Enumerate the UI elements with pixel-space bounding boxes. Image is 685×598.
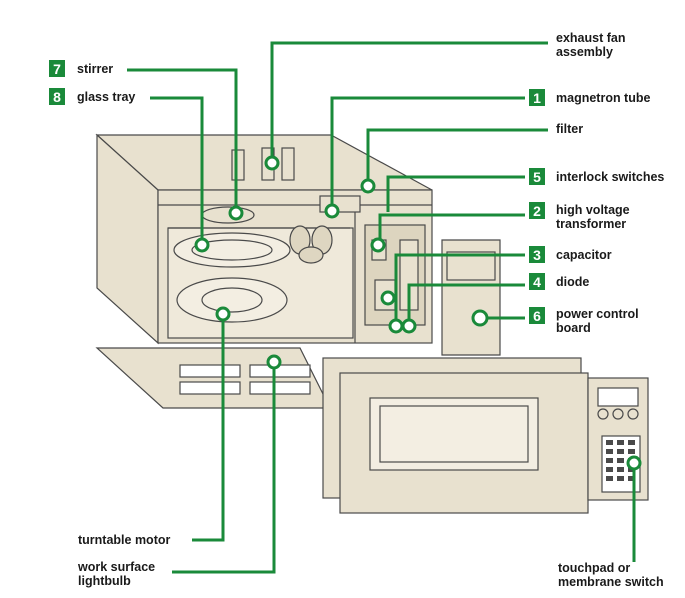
interior-fan: [289, 225, 333, 264]
label-power-board-line1: power control: [556, 307, 639, 321]
fan-grill: [231, 149, 245, 181]
door-window: [369, 397, 539, 471]
label-stirrer: stirrer: [77, 62, 113, 76]
label-filter: filter: [556, 122, 583, 136]
label-touchpad-line2: membrane switch: [558, 575, 664, 589]
label-work-surface-line1: work surface: [77, 560, 155, 574]
label-magnetron: magnetron tube: [556, 91, 650, 105]
badge-6: 6: [529, 307, 545, 324]
dot-power-board: [471, 309, 489, 327]
dot-diode: [401, 318, 417, 334]
microwave-illustration: [95, 133, 649, 514]
badge-7: 7: [49, 60, 65, 77]
dot-hv-transformer: [380, 290, 396, 306]
badge-5: 5: [529, 168, 545, 185]
leader-hv-transformer: [378, 213, 525, 245]
svg-text:7: 7: [53, 61, 61, 77]
svg-text:1: 1: [533, 90, 541, 106]
label-capacitor: capacitor: [556, 248, 612, 262]
labels: exhaust fan assembly magnetron tube filt…: [77, 31, 664, 589]
dot-glass-tray: [194, 237, 210, 253]
label-interlock: interlock switches: [556, 170, 664, 184]
dot-stirrer: [228, 205, 244, 221]
badge-4: 4: [529, 273, 545, 290]
dot-turntable-motor: [215, 306, 231, 322]
svg-text:4: 4: [533, 274, 541, 290]
leader-exhaust-fan: [270, 41, 548, 160]
fan-grill: [281, 147, 295, 181]
leader-dots: [194, 155, 642, 471]
badge-2: 2: [529, 202, 545, 219]
badge-8: 8: [49, 88, 65, 105]
leader-filter: [366, 128, 548, 185]
leader-turntable-motor: [192, 315, 225, 542]
leader-interlock: [386, 175, 525, 212]
stirrer-disc: [201, 206, 255, 224]
label-work-surface-line2: lightbulb: [78, 574, 131, 588]
leader-lines: [127, 41, 636, 574]
light-tray: [95, 347, 331, 409]
svg-text:3: 3: [533, 247, 541, 263]
svg-text:2: 2: [533, 203, 541, 219]
dot-capacitor: [388, 318, 404, 334]
dot-magnetron: [324, 203, 340, 219]
dot-filter: [360, 178, 376, 194]
leader-capacitor: [394, 253, 525, 325]
label-exhaust-fan-line2: assembly: [556, 45, 613, 59]
number-badges: 1 5 2 3 4 6 7 8: [49, 60, 545, 324]
leader-stirrer: [127, 68, 238, 212]
dot-exhaust-fan: [264, 155, 280, 171]
label-turntable-motor: turntable motor: [78, 533, 170, 547]
label-power-board-line2: board: [556, 321, 591, 335]
svg-text:6: 6: [533, 308, 541, 324]
leader-magnetron: [330, 96, 525, 208]
leader-work-surface: [172, 362, 276, 574]
label-glass-tray: glass tray: [77, 90, 135, 104]
leader-glass-tray: [150, 96, 204, 244]
turntable-ring: [176, 277, 288, 323]
dot-interlock: [370, 237, 386, 253]
label-hv-transformer-line1: high voltage: [556, 203, 630, 217]
badge-3: 3: [529, 246, 545, 263]
label-touchpad-line1: touchpad or: [558, 561, 630, 575]
svg-text:8: 8: [53, 89, 61, 105]
dot-work-surface: [266, 354, 282, 370]
svg-text:5: 5: [533, 169, 541, 185]
badge-1: 1: [529, 89, 545, 106]
leader-diode: [407, 283, 525, 325]
label-hv-transformer-line2: transformer: [556, 217, 626, 231]
dot-touchpad: [626, 455, 642, 471]
label-exhaust-fan-line1: exhaust fan: [556, 31, 625, 45]
label-diode: diode: [556, 275, 589, 289]
